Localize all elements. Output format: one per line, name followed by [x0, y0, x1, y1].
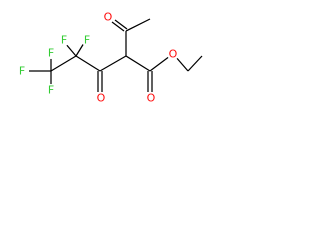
fluorine-cf3-top-bg	[45, 47, 57, 59]
fluorine-cf2-right-bg	[81, 34, 93, 46]
fluorine-label-cf3-left: F	[19, 65, 25, 78]
fluorine-label-cf2-left: F	[61, 34, 67, 47]
oxygen-ester-carbonyl-bg	[145, 92, 157, 104]
bond-acetyl-carbonyl-b	[114, 19, 128, 30]
bond-ethyl-ch2-ch3	[187, 55, 203, 72]
oxygen-label-ester-carbonyl: O	[147, 92, 156, 105]
oxygen-label-ketone: O	[97, 92, 106, 105]
bond-ester-carbon-ester-oxygen	[149, 55, 171, 72]
oxygen-acetyl-bg	[102, 11, 114, 23]
oxygen-ester-single-bg	[167, 48, 179, 60]
bond-ketone-carbon-central-carbon	[99, 55, 127, 72]
bond-cf2-fluorine-right	[75, 42, 85, 57]
fluorine-cf2-left-bg	[58, 34, 70, 46]
fluorine-label-cf3-bottom: F	[48, 84, 54, 97]
bond-cf2-ketone-carbon	[75, 55, 101, 72]
bond-acetyl-carbon-methyl	[125, 18, 151, 32]
bond-ester-oxygen-ethyl-ch2	[174, 55, 189, 72]
bond-central-carbon-ester-carbon	[125, 55, 151, 72]
bond-acetyl-carbonyl-a	[111, 21, 125, 32]
fluorine-label-cf3-top: F	[48, 47, 54, 60]
fluorine-label-cf2-right: F	[84, 34, 90, 47]
oxygen-label-ester-single: O	[169, 48, 178, 61]
bond-cf3-cf2	[50, 55, 77, 72]
oxygen-label-acetyl: O	[104, 11, 113, 24]
structure-diagram: F F F F F O O O O	[16, 11, 203, 105]
fluorine-cf3-bottom-bg	[45, 84, 57, 96]
oxygen-ketone-bg	[95, 92, 107, 104]
fluorine-cf3-left-bg	[16, 65, 28, 77]
